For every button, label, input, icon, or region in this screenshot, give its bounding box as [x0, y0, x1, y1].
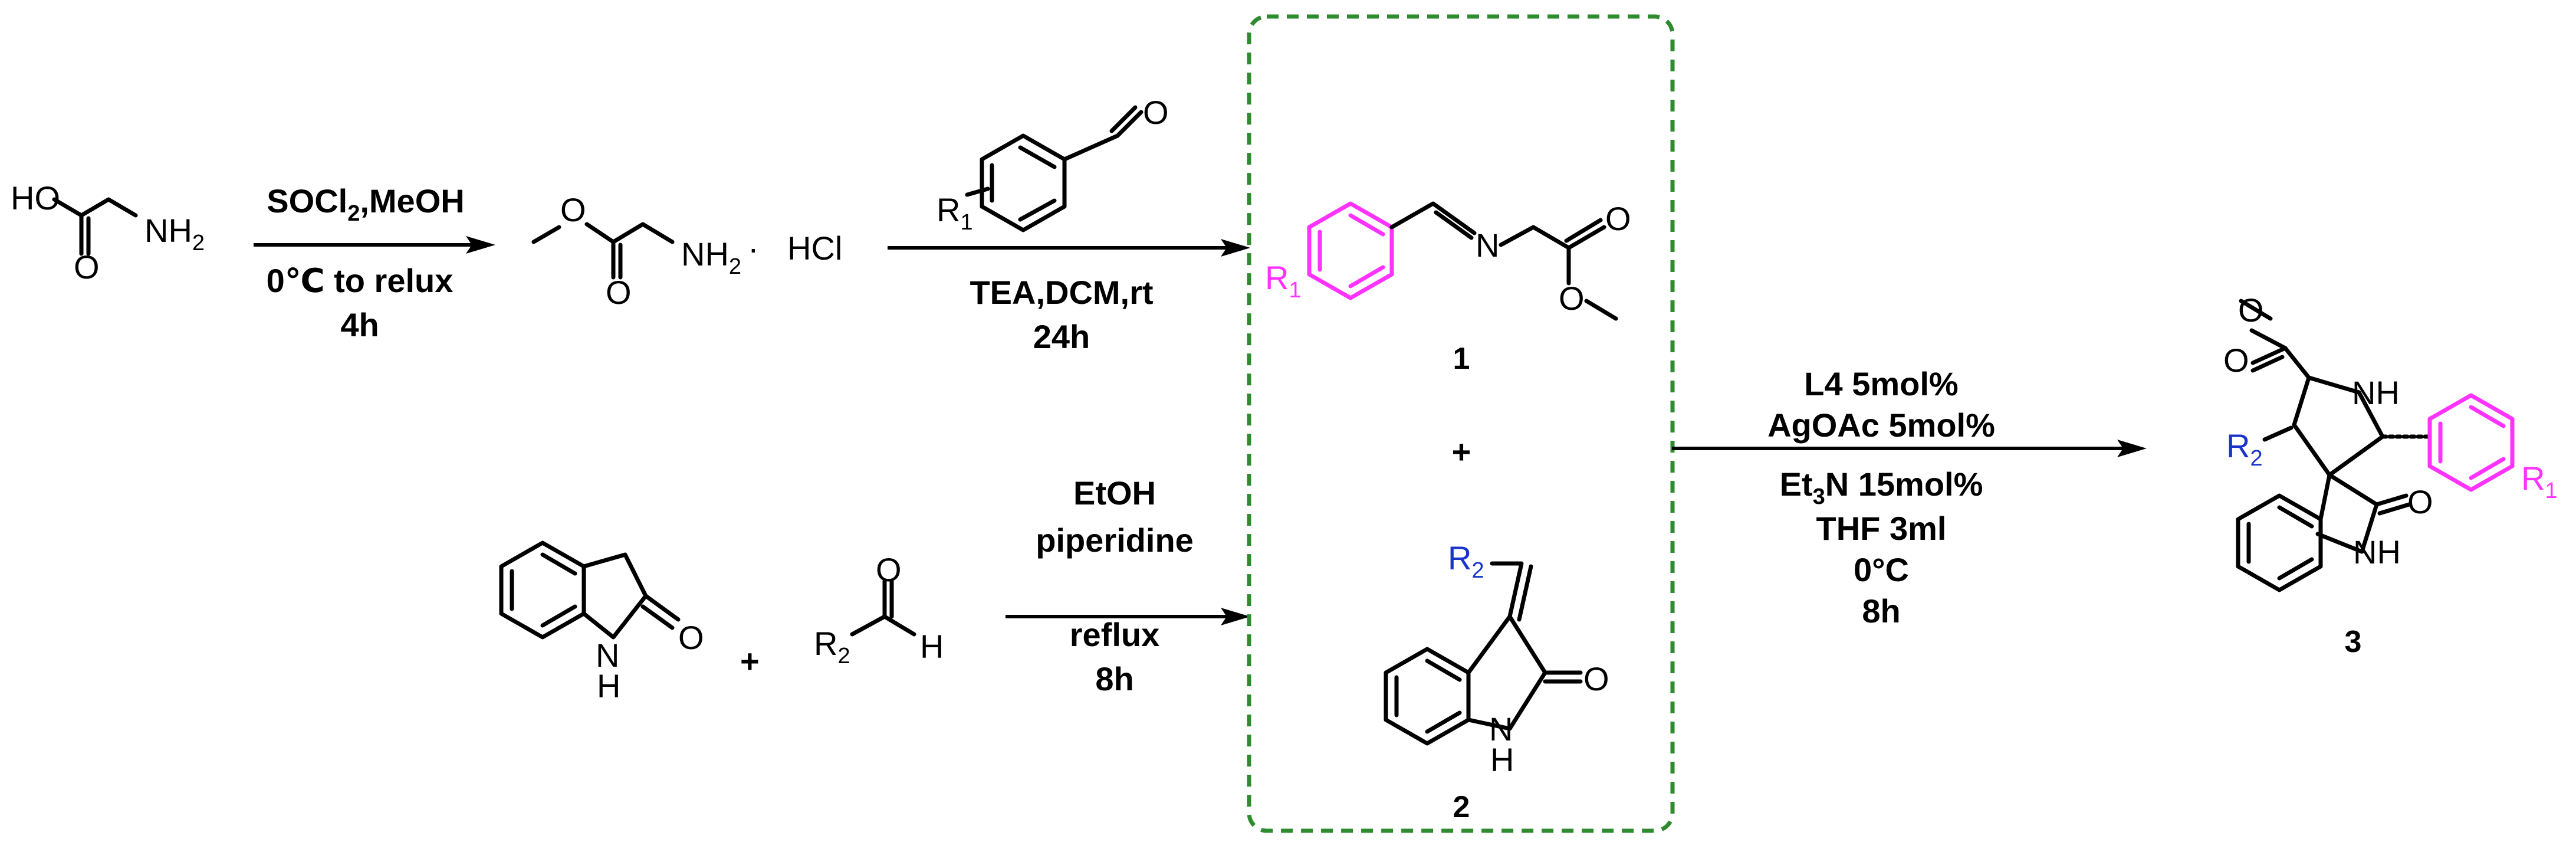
plus-sign-2: + [1452, 433, 1471, 470]
aldehyde-R2CHO: R2 O H [814, 551, 944, 669]
step1-temperature: 0℃ to relux [267, 262, 454, 299]
plus-sign-1: + [740, 643, 760, 680]
step2-reagents: TEA,DCM,rt [970, 274, 1153, 311]
atom-R1-reagent: R1 [937, 191, 973, 235]
compound-label-1: 1 [1453, 342, 1470, 376]
atom-O-compound3: O [2407, 483, 2433, 520]
atom-O-c3-methoxy: O [2238, 291, 2264, 329]
benzaldehyde-reagent: O R1 [937, 94, 1169, 235]
step4-time: 8h [1862, 592, 1900, 630]
atom-N-imine: N [1476, 227, 1499, 264]
atom-HO: HO [11, 179, 60, 217]
arrow-step2: TEA,DCM,rt 24h [888, 239, 1250, 355]
atom-O-c1-ester: O [1559, 280, 1585, 317]
step1-time: 4h [340, 306, 379, 343]
glycine-methyl-ester-hcl: O O NH2 · HCl [531, 191, 842, 311]
arrow-step3: EtOH piperidine reflux 8h [1006, 474, 1250, 697]
atom-NH2-ester: NH2 [681, 235, 741, 279]
step4-solvent: THF 3ml [1816, 510, 1947, 547]
atom-NH2-glycine: NH2 [144, 212, 205, 255]
atom-R2-compound3: R2 [2226, 427, 2263, 471]
atom-NH-compound3: NH [2353, 533, 2401, 571]
atom-O-c1-carbonyl: O [1605, 200, 1631, 237]
glycine-structure: HO O NH2 [11, 179, 205, 286]
atom-O-c3-carbonyl: O [2223, 342, 2249, 379]
atom-O-oxindole: O [678, 619, 704, 656]
step3-time: 8h [1095, 660, 1133, 697]
atom-H-aldehyde: H [920, 628, 944, 665]
atom-R2-aldehyde: R2 [814, 625, 850, 669]
step2-time: 24h [1033, 318, 1090, 355]
atom-O-compound2: O [1583, 660, 1609, 697]
step3-solvent: EtOH [1073, 474, 1156, 512]
atom-O-aldehyde2: O [876, 551, 902, 588]
atom-O-aldehyde: O [1143, 94, 1169, 131]
atom-O-carbonyl: O [606, 274, 632, 311]
intermediates-box [1247, 14, 1675, 833]
step4-temperature: 0°C [1854, 551, 1909, 588]
atom-R1-compound3: R1 [2521, 460, 2558, 503]
step4-ligand: L4 5mol% [1804, 365, 1958, 402]
step4-metal: AgOAc 5mol% [1767, 407, 1995, 444]
atom-R1-compound1: R1 [1265, 259, 1302, 303]
compound-label-2: 2 [1453, 790, 1470, 824]
step4-base: Et3N 15mol% [1780, 466, 1983, 509]
atom-R2-compound2: R2 [1448, 539, 1484, 583]
arrow-step4: L4 5mol% AgOAc 5mol% Et3N 15mol% THF 3ml… [1672, 365, 2147, 630]
compound-label-3: 3 [2345, 625, 2362, 659]
step3-condition: reflux [1070, 616, 1160, 653]
step3-base: piperidine [1036, 522, 1194, 559]
salt-HCl: HCl [787, 230, 842, 267]
step1-reagent: SOCl2,MeOH [267, 182, 464, 226]
atom-O-ester: O [560, 191, 586, 228]
atom-NH-pyrrolidine: NH [2352, 374, 2400, 411]
salt-dot: · [748, 230, 759, 267]
compound-3-spirooxindole: O O NH R2 R1 O NH 3 [2223, 291, 2558, 659]
compound-1-imine: R1 N O O 1 [1265, 200, 1631, 376]
atom-O-glycine: O [74, 248, 100, 286]
arrow-step1: SOCl2,MeOH 0℃ to relux 4h [254, 182, 495, 343]
